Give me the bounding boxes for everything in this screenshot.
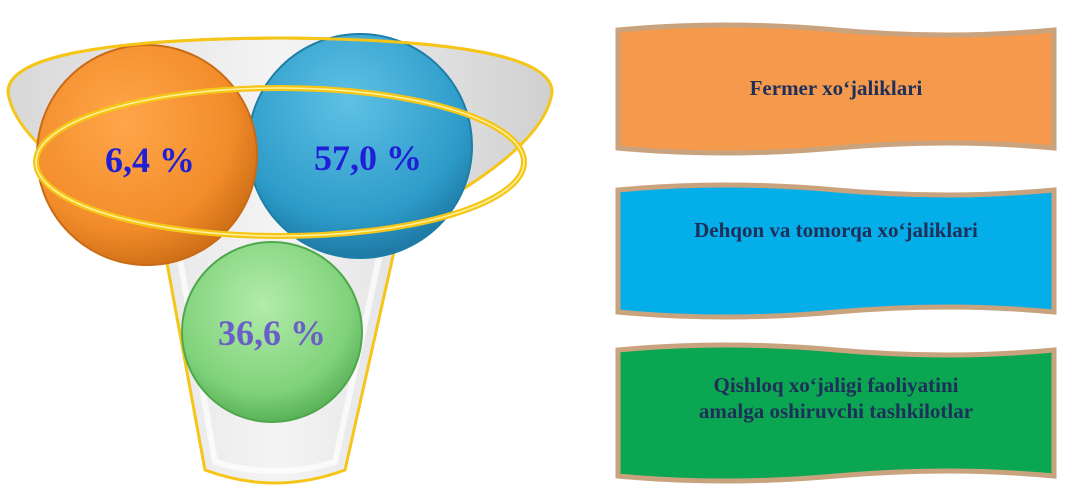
funnel-top-rim	[6, 36, 554, 93]
banner-qishloq-text: Qishloq xo‘jaligi faoliyatini amalga osh…	[612, 372, 1060, 425]
banner-dehqon: Dehqon va tomorqa xo‘jaliklari	[612, 180, 1060, 328]
segment-label-blue: 57,0 %	[314, 138, 422, 178]
segment-label-orange: 6,4 %	[105, 140, 195, 180]
funnel-diagram	[6, 33, 554, 485]
segment-circle-green	[181, 241, 363, 423]
banner-qishloq: Qishloq xo‘jaligi faoliyatini amalga osh…	[612, 340, 1060, 490]
banner-fermer-text: Fermer xo‘jaliklari	[749, 75, 923, 100]
segment-label-green: 36,6 %	[218, 313, 326, 353]
banner-dehqon-text: Dehqon va tomorqa xo‘jaliklari	[694, 217, 978, 242]
funnel-rim-highlight	[35, 87, 525, 237]
banner-qishloq-line-2: amalga oshiruvchi tashkilotlar	[698, 399, 974, 423]
banner-qishloq-line-1: Qishloq xo‘jaligi faoliyatini	[713, 372, 959, 397]
funnel-inner-highlight	[172, 229, 388, 474]
banner-fermer: Fermer xo‘jaliklari	[612, 22, 1060, 164]
